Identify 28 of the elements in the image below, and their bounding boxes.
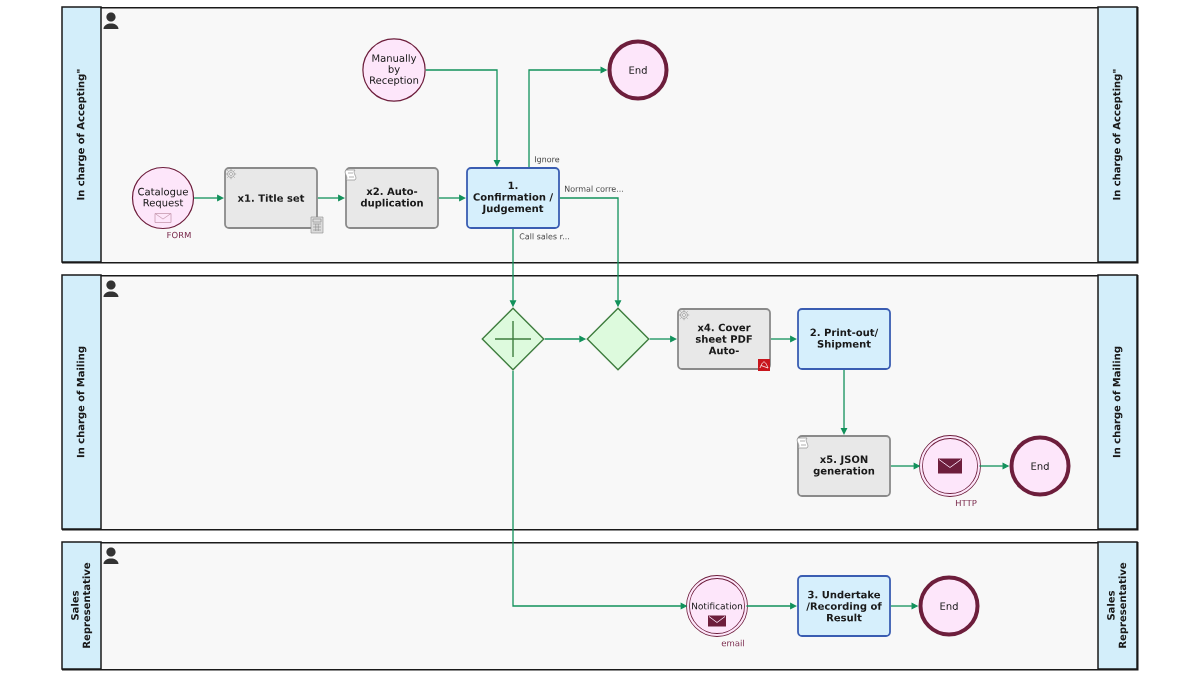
task-box: x1. Title set	[224, 167, 318, 229]
event-type-label: HTTP	[954, 499, 978, 507]
user-task-box: 2. Print-out/ Shipment	[797, 308, 891, 370]
gateway-diamond	[586, 307, 650, 371]
task-box: x2. Auto- duplication	[345, 167, 439, 229]
gateway-diamond	[481, 307, 545, 371]
lane-header: In charge of Accepting"	[1097, 6, 1138, 263]
arrow	[438, 194, 466, 202]
arrow	[425, 69, 501, 167]
lane-header: In charge of Accepting"	[61, 6, 102, 263]
lane-header: In charge of Mailing	[1097, 274, 1138, 530]
event-type-label: email	[720, 639, 746, 647]
user-task-box: 1. Confirmation / Judgement	[466, 167, 560, 229]
edge-label: Normal corre...	[563, 184, 625, 193]
arrow	[840, 369, 848, 435]
user-task-box: 3. Undertake /Recording of Result	[797, 575, 891, 637]
task-box: x4. Cover sheet PDF Auto-	[677, 308, 771, 370]
lane-header: Sales Representative	[61, 541, 102, 670]
event-type-label: FORM	[166, 231, 192, 239]
lane-header: In charge of Mailing	[61, 274, 102, 530]
arrow	[770, 335, 797, 343]
edge-label: Ignore	[533, 155, 561, 165]
edge-label: Call sales r...	[518, 232, 571, 241]
lane-header: Sales Representative	[1097, 541, 1138, 670]
arrow	[317, 194, 345, 202]
arrow	[745, 602, 797, 610]
arrow	[193, 194, 224, 202]
task-box: x5. JSON generation	[797, 435, 891, 497]
